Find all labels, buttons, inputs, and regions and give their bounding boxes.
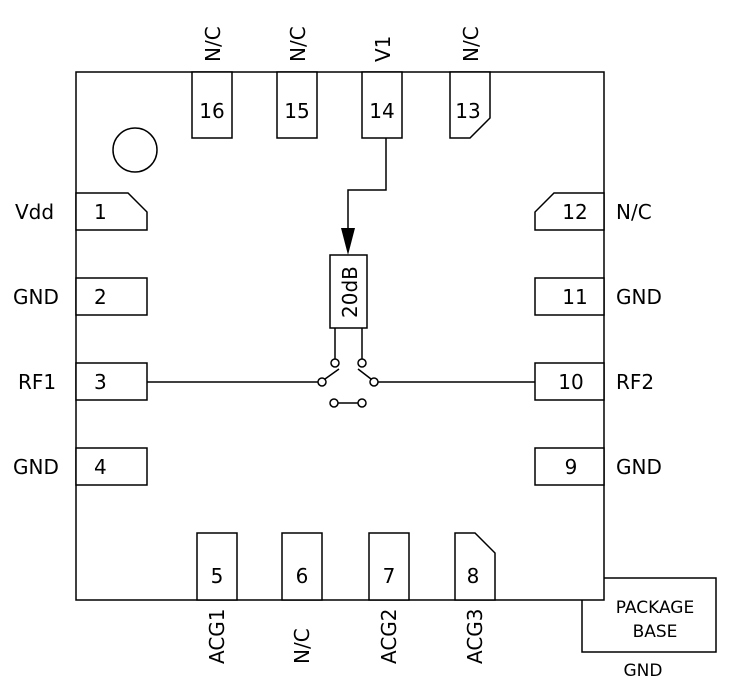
pins-p14-num-text: 14 — [369, 99, 394, 123]
pin-16: 16 N/C — [191, 26, 233, 139]
pins-p13-num-text: 13 — [455, 99, 480, 123]
attenuator-20db: 20dB — [329, 254, 368, 329]
pins-p6-label-text: N/C — [290, 628, 314, 664]
pin-4: 4 GND — [13, 447, 148, 486]
pins-p4-label-text: GND — [13, 455, 59, 479]
pins-p12-num-text: 12 — [562, 200, 587, 224]
pins-p7-num-text: 7 — [383, 564, 396, 588]
pins-p15-num-text: 15 — [284, 99, 309, 123]
pins-p13-label-text: N/C — [459, 26, 483, 62]
pins-p16-label-text: N/C — [201, 26, 225, 62]
pins-p16-num-text: 16 — [199, 99, 224, 123]
pins-p14-label-text: V1 — [371, 36, 395, 62]
pins-p6-num-text: 6 — [296, 564, 309, 588]
pin-1: 1 Vdd — [15, 192, 148, 231]
package-base: PACKAGE BASE GND — [581, 577, 717, 681]
pin-13: 13 N/C — [449, 26, 491, 139]
pins-p7-label-text: ACG2 — [377, 608, 401, 664]
attenuator-label-text: 20dB — [338, 266, 362, 318]
package_base-line1-text: PACKAGE — [616, 598, 694, 618]
control-line — [347, 138, 387, 232]
pins-p9-num-text: 9 — [565, 455, 578, 479]
pins-p2-label-text: GND — [13, 285, 59, 309]
pin-11: 11 GND — [534, 277, 662, 316]
switch-network — [147, 328, 535, 408]
pin-3: 3 RF1 — [18, 362, 148, 401]
pins-p15-label-text: N/C — [286, 26, 310, 62]
pins-p2-num-text: 2 — [94, 285, 107, 309]
pin-15: 15 N/C — [276, 26, 318, 139]
pins-p10-label-text: RF2 — [616, 370, 654, 394]
package-base-gnd-label: GND — [624, 661, 663, 681]
pin-14: 14 V1 — [361, 36, 403, 139]
pins-p4-num-text: 4 — [94, 455, 107, 479]
pins-p3-num-text: 3 — [94, 370, 107, 394]
pins-p8-num-text: 8 — [467, 564, 480, 588]
pins-p10-num-text: 10 — [558, 370, 583, 394]
pins-p9-label-text: GND — [616, 455, 662, 479]
arrowhead — [341, 228, 355, 255]
chip-body — [75, 71, 605, 601]
pins-p5-label-text: ACG1 — [205, 608, 229, 664]
pin-9: 9 GND — [534, 447, 662, 486]
pins-p11-label-text: GND — [616, 285, 662, 309]
pins-p1-num-text: 1 — [94, 200, 107, 224]
package_base-line2-text: BASE — [633, 622, 678, 642]
pins-p11-num-text: 11 — [562, 285, 587, 309]
pin1-orientation-mark — [112, 127, 158, 173]
pins-p3-label-text: RF1 — [18, 370, 56, 394]
pin-6: 6N/C — [281, 532, 323, 664]
pins-p12-label-text: N/C — [616, 200, 652, 224]
pin-2: 2 GND — [13, 277, 148, 316]
pin-10: 10 RF2 — [534, 362, 654, 401]
pins-p1-label-text: Vdd — [15, 200, 54, 224]
pins-p5-num-text: 5 — [211, 564, 224, 588]
pin-12: 12 N/C — [534, 192, 652, 231]
pins-p8-label-text: ACG3 — [463, 608, 487, 664]
